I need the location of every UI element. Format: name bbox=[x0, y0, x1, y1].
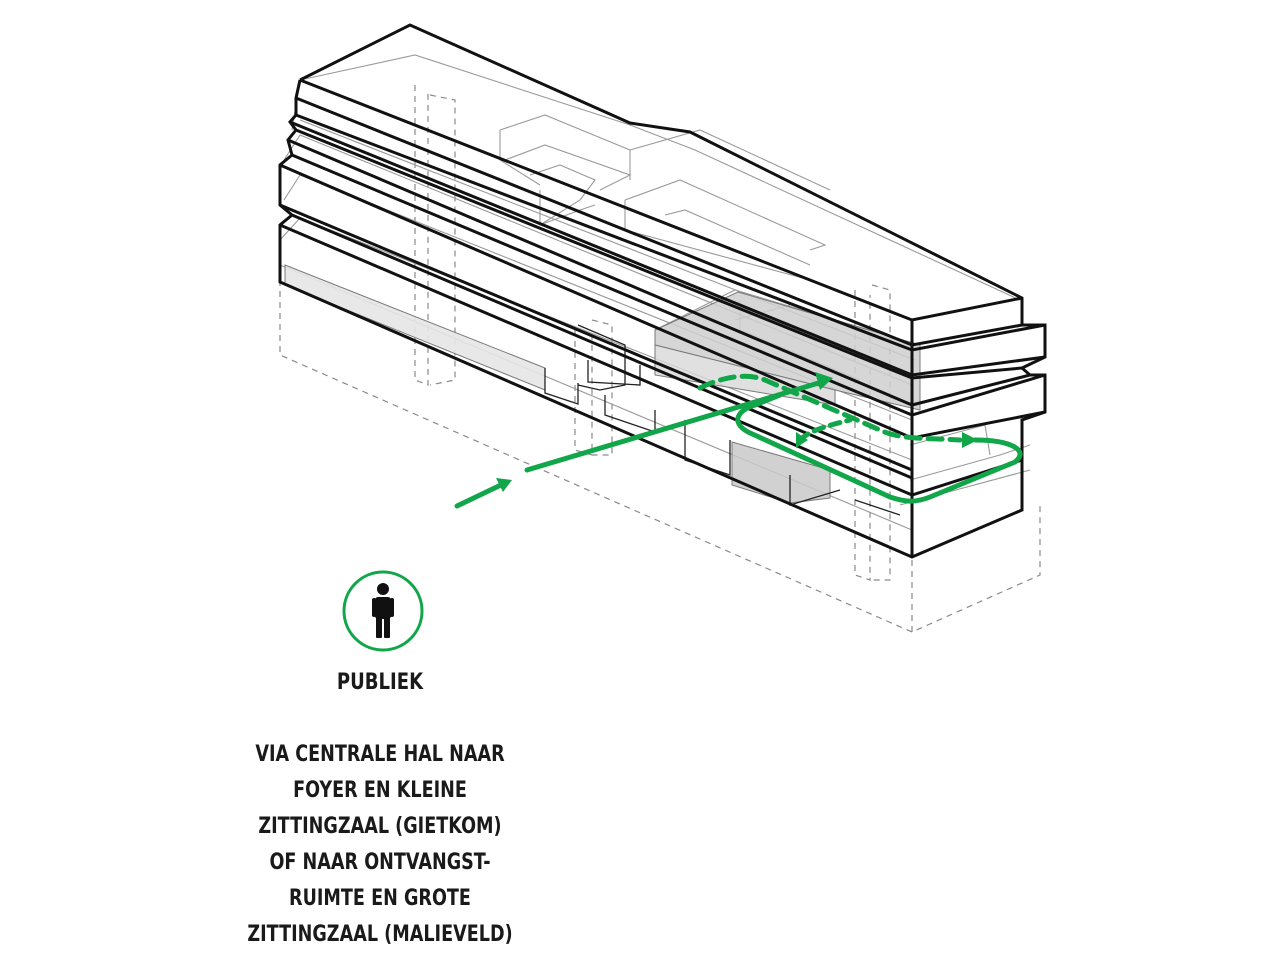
route-upper-arrowhead bbox=[962, 432, 978, 448]
route-main-arrowhead bbox=[815, 372, 833, 390]
legend-circle bbox=[342, 570, 424, 652]
route-entry-segment bbox=[454, 481, 506, 509]
building-outline bbox=[278, 23, 1047, 559]
legend-description-line: VIA CENTRALE HAL NAAR bbox=[255, 742, 505, 767]
legend-icon-group bbox=[342, 570, 424, 652]
public-route bbox=[454, 372, 1023, 509]
legend-description-line: OF NAAR ONTVANGST- bbox=[269, 850, 491, 875]
legend-title: PUBLIEK bbox=[336, 670, 424, 695]
route-lower-loop bbox=[735, 392, 1023, 504]
route-entry-arrowhead bbox=[496, 478, 512, 492]
legend-description: VIA CENTRALE HAL NAAR FOYER EN KLEINE ZI… bbox=[236, 737, 524, 953]
route-inner-arrowhead bbox=[796, 432, 808, 448]
legend-description-line: RUIMTE EN GROTE bbox=[289, 886, 471, 911]
route-inner-dashed bbox=[797, 417, 853, 443]
lower-room-volume bbox=[731, 441, 831, 504]
person-icon bbox=[372, 583, 394, 638]
legend-description-line: ZITTINGZAAL (GIETKOM) bbox=[258, 814, 502, 839]
route-upper-dashed bbox=[697, 373, 963, 443]
legend-description-line: FOYER EN KLEINE bbox=[293, 778, 467, 803]
legend-description-line: ZITTINGZAAL (MALIEVELD) bbox=[247, 922, 513, 947]
